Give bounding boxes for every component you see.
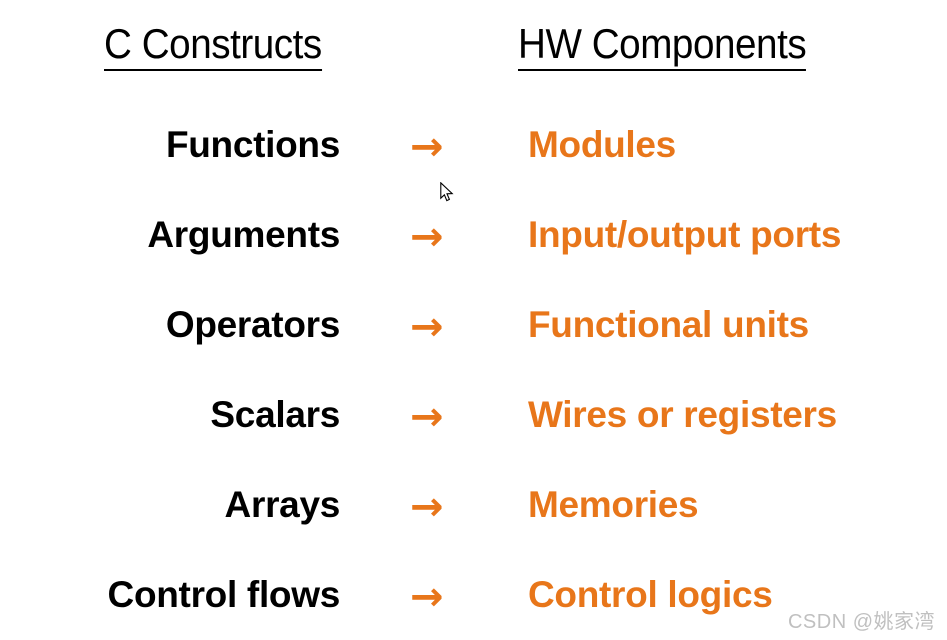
right-arrow-glyph: →	[410, 394, 444, 441]
right-arrow-icon: →	[410, 550, 470, 640]
column-headers: C Constructs HW Components	[0, 21, 947, 84]
hw-component-label: Functional units	[528, 304, 809, 345]
right-arrow-glyph: →	[410, 214, 444, 261]
c-construct-label: Operators	[165, 304, 340, 345]
hw-component-label: Modules	[528, 124, 676, 165]
hw-component-label: Wires or registers	[528, 394, 837, 435]
csdn-watermark: CSDN @姚家湾	[787, 611, 935, 633]
right-arrow-icon: →	[410, 370, 470, 460]
mapping-row: Arrays → Memories	[0, 460, 947, 550]
c-construct-label: Arrays	[224, 484, 341, 525]
c-construct-label: Arguments	[147, 214, 340, 255]
c-construct-label: Control flows	[107, 574, 341, 615]
mapping-row: Scalars → Wires or registers	[0, 370, 947, 460]
mapping-row: Operators → Functional units	[0, 280, 947, 370]
right-arrow-icon: →	[410, 460, 470, 550]
right-arrow-glyph: →	[410, 304, 444, 351]
hw-component-label: Input/output ports	[528, 214, 842, 255]
hw-component-label: Control logics	[528, 574, 773, 615]
mapping-rows: Functions → Modules Arguments → Input/ou…	[0, 100, 947, 640]
hw-component-label: Memories	[528, 484, 699, 525]
mapping-row: Control flows → Control logics	[0, 550, 947, 640]
c-construct-label: Functions	[165, 124, 340, 165]
column-header-c-constructs: C Constructs	[104, 21, 322, 72]
right-arrow-glyph: →	[410, 484, 444, 531]
c-construct-label: Scalars	[210, 394, 340, 435]
column-header-hw-components: HW Components	[518, 21, 807, 72]
mapping-row: Arguments → Input/output ports	[0, 190, 947, 280]
right-arrow-icon: →	[410, 190, 470, 280]
right-arrow-icon: →	[410, 100, 470, 190]
mapping-row: Functions → Modules	[0, 100, 947, 190]
right-arrow-glyph: →	[410, 574, 444, 621]
right-arrow-icon: →	[410, 280, 470, 370]
right-arrow-glyph: →	[410, 124, 444, 171]
